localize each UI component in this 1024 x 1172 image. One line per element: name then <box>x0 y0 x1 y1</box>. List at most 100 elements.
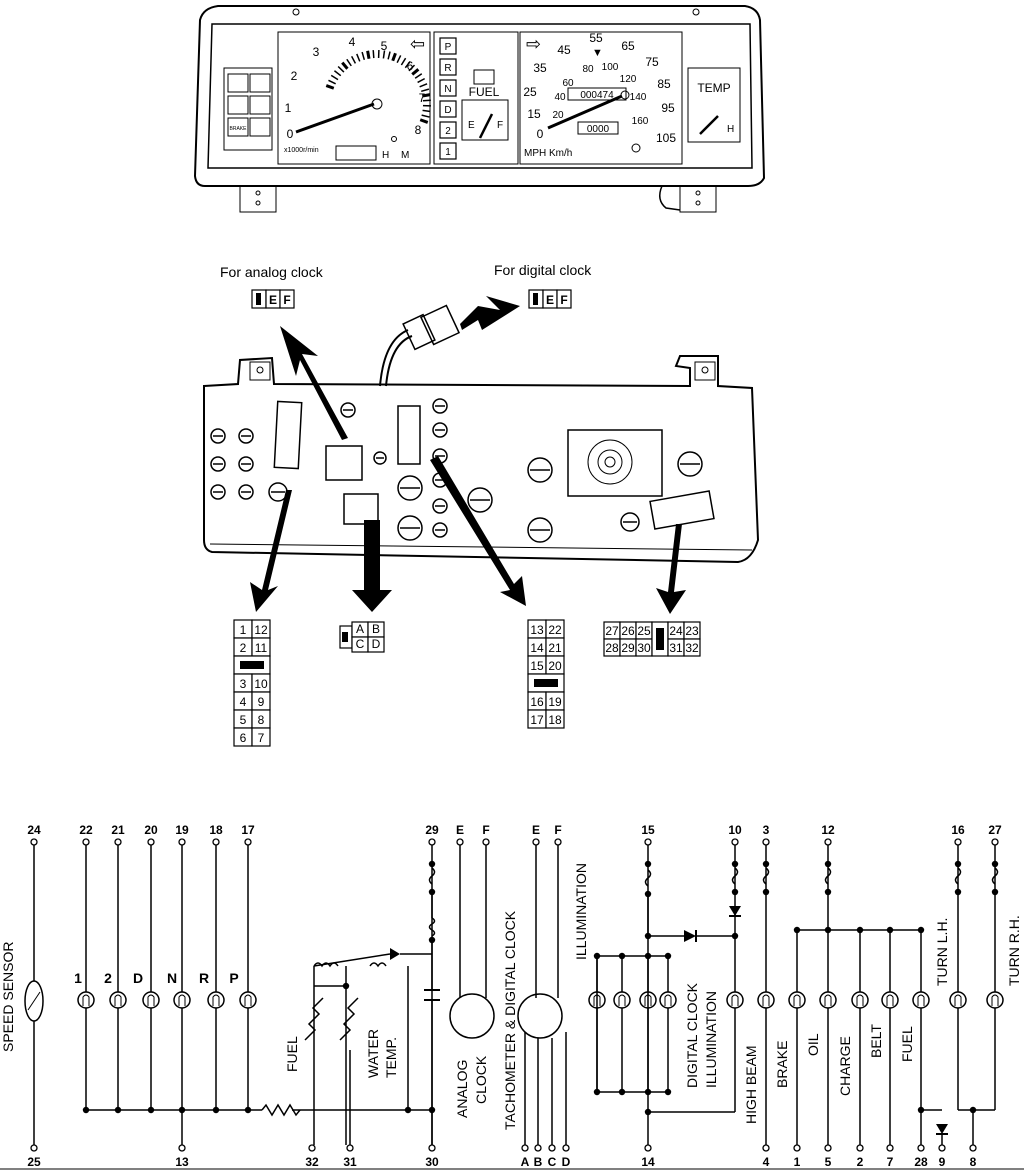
tach-tick <box>372 50 375 59</box>
screw <box>238 456 254 472</box>
belt-label: BELT <box>868 1024 884 1058</box>
tach-tick <box>361 51 366 60</box>
terminal-label: E <box>456 823 464 837</box>
tach-tick <box>422 99 431 102</box>
key-block <box>656 628 664 650</box>
terminal <box>346 1144 354 1152</box>
junction-dot <box>593 952 601 960</box>
pin-number: 32 <box>685 641 699 655</box>
terminal <box>991 838 999 846</box>
junction-dot <box>991 888 999 896</box>
terminal <box>554 838 562 846</box>
gear-box <box>439 37 457 55</box>
pin-cell <box>367 636 385 653</box>
pin-number: 25 <box>637 624 651 638</box>
tach-number: 3 <box>313 45 320 59</box>
lamp-filament <box>644 994 652 1006</box>
pin-number: B <box>372 622 380 636</box>
junction-dot <box>644 860 652 868</box>
screw <box>210 484 226 500</box>
mph-number: 35 <box>533 61 547 75</box>
pin-number: 4 <box>240 695 247 709</box>
tach-tick <box>419 118 429 124</box>
tach-tick <box>422 93 431 98</box>
tach-number: 1 <box>285 101 292 115</box>
junction-dot <box>593 1088 601 1096</box>
diode-symbol <box>936 1124 948 1134</box>
temp-gauge: TEMP H <box>687 67 741 143</box>
tach-tick <box>400 57 407 66</box>
terminal <box>30 1144 38 1152</box>
terminal <box>308 1144 316 1152</box>
gear-lamp-letter: 2 <box>104 970 112 986</box>
terminal <box>428 838 436 846</box>
resistor-symbol <box>261 1103 301 1117</box>
lamp-filament <box>147 994 155 1006</box>
coil-symbol <box>369 962 387 968</box>
screw <box>432 498 448 514</box>
terminal-label: 7 <box>887 1155 894 1169</box>
mph-number: 45 <box>557 43 571 57</box>
lamp-filament <box>793 994 801 1006</box>
tach-tick <box>346 58 352 67</box>
tach-tick <box>333 70 342 77</box>
screw <box>238 428 254 444</box>
analog-clock-label-2: CLOCK <box>473 1055 489 1104</box>
terminal <box>969 1144 977 1152</box>
junction-dot <box>428 860 436 868</box>
lamp-filament <box>618 994 626 1006</box>
terminal-label: 8 <box>970 1155 977 1169</box>
tach-tick <box>414 73 423 79</box>
speed-limit-marker-icon: ▼ <box>592 47 603 59</box>
pin-number: 28 <box>605 641 619 655</box>
pin-number: 27 <box>605 624 619 638</box>
terminal-label: 22 <box>79 823 93 837</box>
tach-number: 0 <box>287 127 294 141</box>
terminal <box>954 838 962 846</box>
lamp-symbol <box>613 991 631 1009</box>
pin-number: 10 <box>254 677 268 691</box>
pin-number: 11 <box>255 641 268 655</box>
screw <box>620 512 640 532</box>
fuse-symbol <box>824 867 832 885</box>
gear-letter: P <box>445 42 452 53</box>
terminal-label: 27 <box>988 823 1002 837</box>
junction-dot <box>954 888 962 896</box>
terminal-label: 30 <box>425 1155 439 1169</box>
mph-number: 75 <box>645 55 659 69</box>
odometer-readout: 000474 <box>580 90 614 101</box>
terminal <box>762 1144 770 1152</box>
pin-number: 5 <box>240 713 247 727</box>
lamp-filament <box>824 994 832 1006</box>
tach-number: 7 <box>419 91 426 105</box>
tach-tick <box>366 50 371 59</box>
digital-clock-connector: E F <box>528 289 572 309</box>
lamp-symbol <box>77 991 95 1009</box>
lamp-filament <box>954 994 962 1006</box>
tach-number: 8 <box>415 123 422 137</box>
gear-letter: N <box>444 84 451 95</box>
fuel-label: FUEL <box>469 85 500 99</box>
mph-number: 25 <box>523 85 537 99</box>
digital-illum-label-2: ILLUMINATION <box>703 991 719 1088</box>
terminal-label: 25 <box>27 1155 41 1169</box>
brake-warning-label: BRAKE <box>230 126 248 132</box>
terminal-label: 1 <box>794 1155 801 1169</box>
diode-symbol <box>684 930 696 942</box>
terminal-label: 32 <box>305 1155 319 1169</box>
terminal <box>30 838 38 846</box>
mph-number: 85 <box>657 77 671 91</box>
kmh-number: 40 <box>554 92 566 103</box>
terminal-label: 24 <box>27 823 41 837</box>
terminal-label: F <box>482 823 489 837</box>
oil-label: OIL <box>805 1033 821 1056</box>
kmh-number: 20 <box>552 110 564 121</box>
terminal-label: 10 <box>728 823 742 837</box>
kmh-number: 140 <box>630 92 647 103</box>
junction-dot <box>731 888 739 896</box>
tach-tick <box>325 84 335 90</box>
